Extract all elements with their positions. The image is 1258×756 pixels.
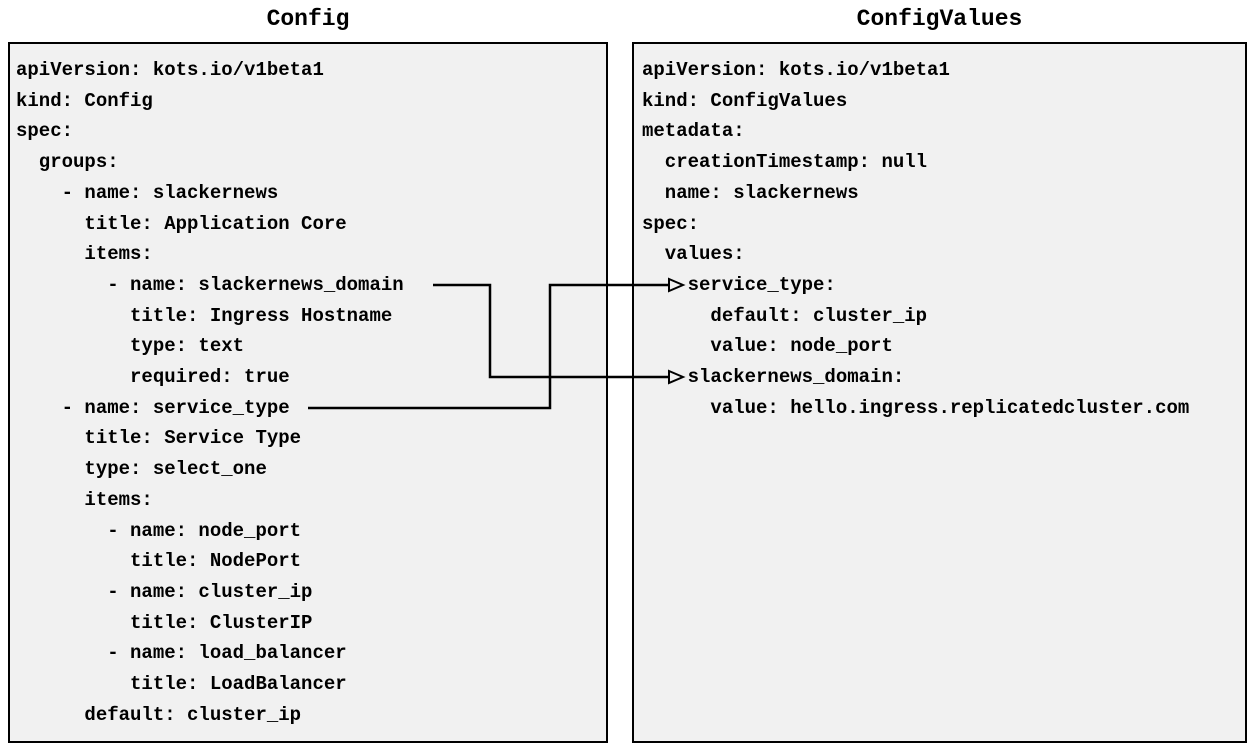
config-panel-title: Config (266, 6, 350, 32)
config-yaml-code: apiVersion: kots.io/v1beta1 kind: Config… (16, 59, 404, 726)
configvalues-panel-title: ConfigValues (856, 6, 1023, 32)
configvalues-yaml-code: apiVersion: kots.io/v1beta1 kind: Config… (642, 59, 1190, 419)
configvalues-yaml-panel: apiVersion: kots.io/v1beta1 kind: Config… (632, 42, 1247, 743)
config-yaml-panel: apiVersion: kots.io/v1beta1 kind: Config… (8, 42, 608, 743)
